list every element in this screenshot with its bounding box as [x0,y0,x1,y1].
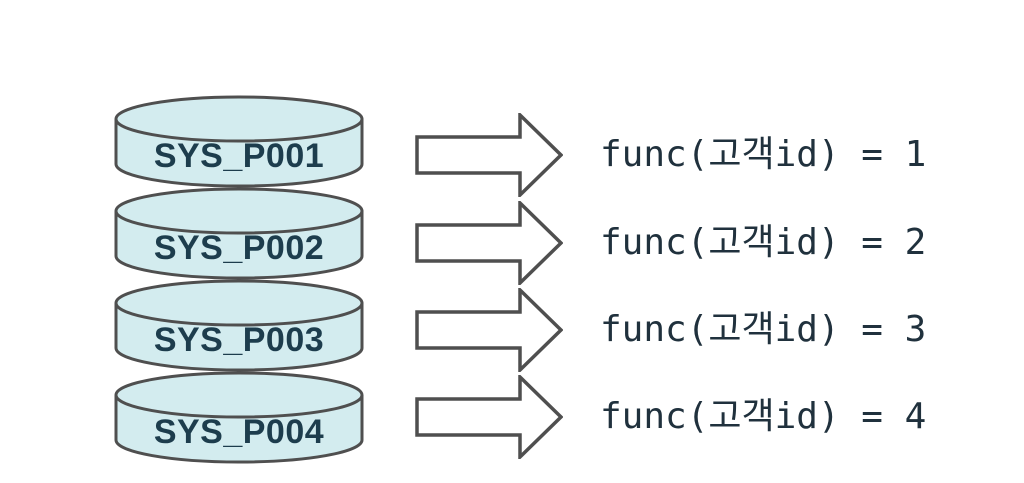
mapping-expression: func(고객id) = 3 [600,309,927,350]
cylinder-segment-top-ellipse [114,95,364,143]
right-arrow-icon [415,113,563,197]
right-arrow-shape [415,201,563,285]
cylinder-segment-top-ellipse [114,187,364,235]
db-partition-segment: SYS_P003 [114,279,364,372]
right-arrow-shape [415,375,563,459]
partition-label: SYS_P004 [154,413,324,451]
partition-label: SYS_P001 [154,137,324,175]
right-arrow-shape [415,113,563,197]
db-partition-segment: SYS_P004 [114,371,364,464]
partition-label: SYS_P002 [154,229,324,267]
partition-label: SYS_P003 [154,321,324,359]
mapping-expression: func(고객id) = 4 [600,396,927,437]
mapping-expression: func(고객id) = 2 [600,222,927,263]
right-arrow-icon [415,375,563,459]
cylinder-segment-top-ellipse [114,371,364,419]
right-arrow-icon [415,288,563,372]
right-arrow-icon [415,201,563,285]
cylinder-segment-top-ellipse [114,279,364,327]
db-partition-segment: SYS_P002 [114,187,364,280]
mapping-expression: func(고객id) = 1 [600,134,927,175]
right-arrow-shape [415,288,563,372]
db-partition-segment: SYS_P001 [114,95,364,188]
database-cylinder-stack: SYS_P001 SYS_P002 SYS_P003 SYS_P004 [114,95,364,464]
